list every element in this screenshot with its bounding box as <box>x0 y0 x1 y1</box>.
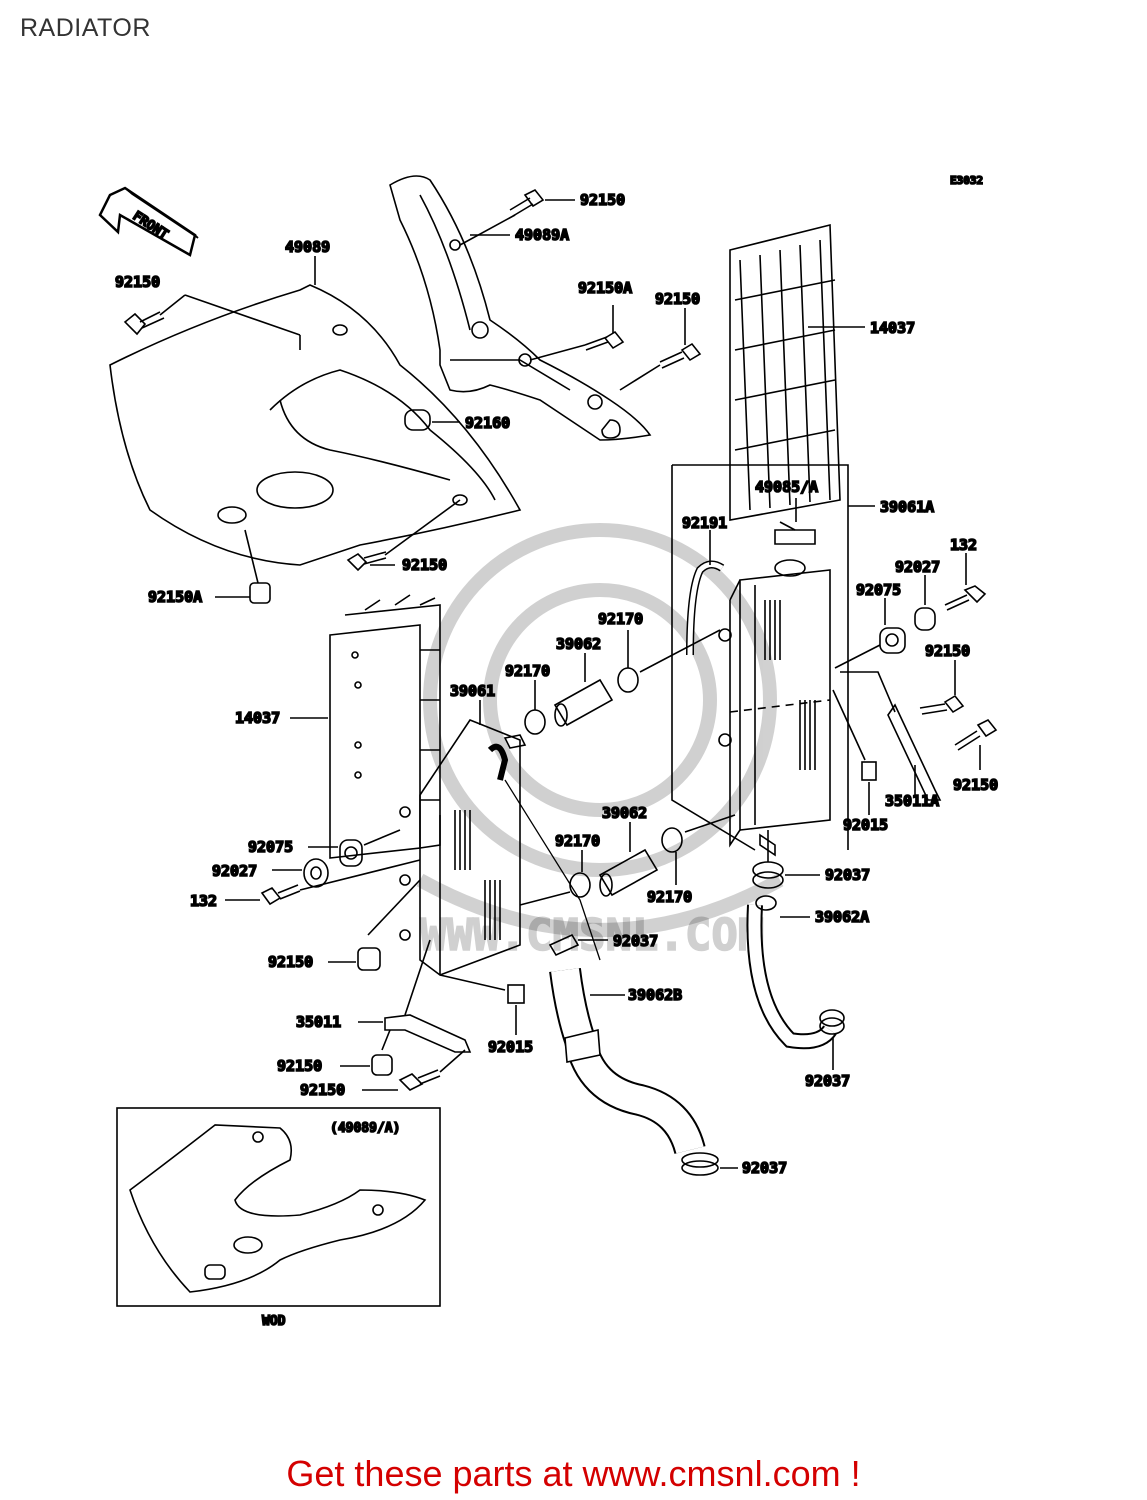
bolt-92150-r2 <box>954 718 998 751</box>
bolt-92150-top <box>509 188 545 217</box>
label-92037-a: 92037 <box>825 866 870 884</box>
label-92150-r2: 92150 <box>953 776 998 794</box>
label-92150-l3: 92150 <box>300 1081 345 1099</box>
grommet-92075-left <box>339 839 363 867</box>
clamp-92037-b <box>819 1009 845 1035</box>
label-35011a: 35011A <box>885 792 939 810</box>
label-92150-l1: 92150 <box>268 953 313 971</box>
clamp-92170-d <box>661 827 683 853</box>
label-92027-left: 92027 <box>212 862 257 880</box>
label-49089: 49089 <box>285 238 330 256</box>
washer-92027-right <box>914 607 936 631</box>
hose-39062-a <box>553 678 614 727</box>
label-39061a: 39061A <box>880 498 934 516</box>
hose-39062b <box>549 967 706 1155</box>
bolt-92150-l1 <box>357 879 421 971</box>
label-14037-right: 14037 <box>870 319 915 337</box>
label-92170-d: 92170 <box>647 888 692 906</box>
label-92150-l2: 92150 <box>277 1057 322 1075</box>
label-39062a: 39062A <box>815 908 869 926</box>
label-92027-right: 92027 <box>895 558 940 576</box>
label-92150-left: 92150 <box>115 273 160 291</box>
label-92037-c: 92037 <box>613 932 658 950</box>
bolt-92150a-top <box>584 330 625 351</box>
label-92037-d: 92037 <box>742 1159 787 1177</box>
label-92150a-left: 92150A <box>148 588 202 606</box>
label-39062-a: 39062 <box>556 635 601 653</box>
clamp-92170-b <box>524 709 546 735</box>
label-49089a: 49089A <box>515 226 569 244</box>
label-92170-c: 92170 <box>555 832 600 850</box>
grommet-92075-right <box>879 627 906 654</box>
inset-label: (49089/A) <box>330 1121 400 1136</box>
watermark <box>416 523 784 937</box>
label-39062-b: 39062 <box>602 804 647 822</box>
label-132-right: 132 <box>950 536 977 554</box>
bracket-35011a <box>840 671 942 801</box>
figure-code: E3032 <box>950 174 983 187</box>
bolt-92150-mid <box>346 551 387 572</box>
shroud-left <box>109 284 522 566</box>
page-title: RADIATOR <box>20 14 151 42</box>
label-92150-top: 92150 <box>580 191 625 209</box>
bracket-35011 <box>384 1014 472 1053</box>
label-49085a: 49085/A <box>755 478 818 496</box>
bolt-92150a-left <box>244 529 271 604</box>
label-92150-right: 92150 <box>655 290 700 308</box>
nut-92015-right <box>861 761 877 781</box>
label-132-left: 132 <box>190 892 217 910</box>
bolt-92150-l2 <box>371 1029 393 1076</box>
label-92191: 92191 <box>682 514 727 532</box>
label-92150a-top: 92150A <box>578 279 632 297</box>
label-92170-b: 92170 <box>505 662 550 680</box>
inset-box <box>116 1107 441 1307</box>
label-39061: 39061 <box>450 682 495 700</box>
label-92037-b: 92037 <box>805 1072 850 1090</box>
label-35011: 35011 <box>296 1013 341 1031</box>
label-92170-a: 92170 <box>598 610 643 628</box>
clamp-92170-a <box>617 667 639 693</box>
label-92015-left: 92015 <box>488 1038 533 1056</box>
clamp-92170-c <box>569 872 591 898</box>
grille-right <box>729 223 841 521</box>
front-arrow-icon: FRONT <box>98 186 199 257</box>
bolt-92150-l3 <box>398 1049 466 1091</box>
label-14037-left: 14037 <box>235 709 280 727</box>
washer-92027-left <box>303 858 329 888</box>
shroud-top <box>389 175 652 441</box>
hose-39062a <box>746 895 837 1050</box>
inset-caption: WOD <box>262 1314 286 1329</box>
fitting-92037-c <box>548 933 580 957</box>
footer-link-text[interactable]: Get these parts at www.cmsnl.com ! <box>286 1453 861 1494</box>
label-92150-r1: 92150 <box>925 642 970 660</box>
label-92160: 92160 <box>465 414 510 432</box>
bolt-132-right <box>944 585 987 611</box>
label-92150-mid: 92150 <box>402 556 447 574</box>
label-92015-right: 92015 <box>843 816 888 834</box>
grille-left <box>329 594 441 859</box>
radiator-right <box>718 559 831 857</box>
label-39062b: 39062B <box>628 986 682 1004</box>
label-92075-left: 92075 <box>248 838 293 856</box>
bolt-92150-left <box>123 311 165 336</box>
radiator-left <box>399 719 527 976</box>
hose-39062-b <box>598 848 659 897</box>
bolt-92150-right <box>659 342 702 369</box>
cap-49085a <box>774 521 816 545</box>
bolt-132-left <box>260 884 301 906</box>
clamp-92037-d <box>681 1152 719 1176</box>
nut-92015-left <box>507 984 525 1004</box>
label-92075-right: 92075 <box>856 581 901 599</box>
grommet-92160 <box>404 409 431 431</box>
bolt-92150-r1 <box>919 694 965 715</box>
